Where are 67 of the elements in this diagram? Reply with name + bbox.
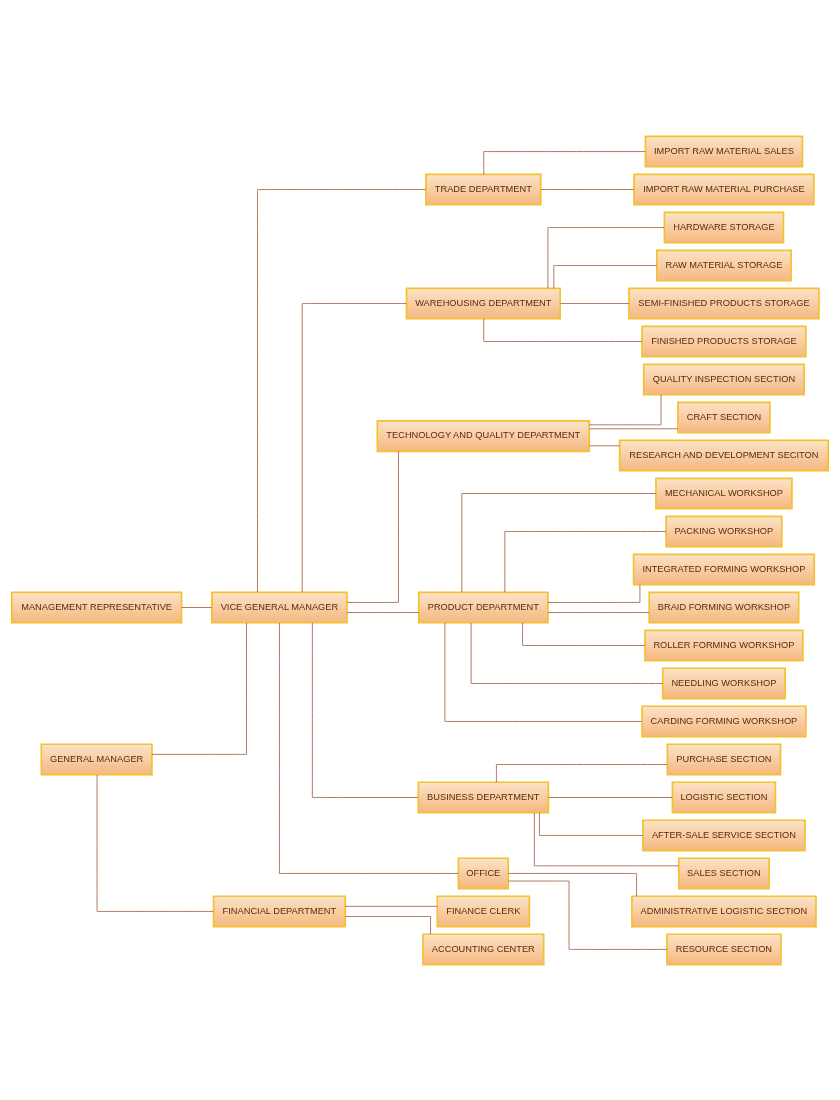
connector (181, 606, 213, 608)
node-box: RESOURCE SECTION (666, 932, 782, 965)
node-box: INTEGRATED FORMING WORKSHOP (632, 552, 816, 586)
connector (504, 530, 667, 593)
node-box: ACCOUNTING CENTER (422, 932, 545, 965)
node-box: RESEARCH AND DEVELOPMENT SECITON (618, 438, 830, 472)
node-box: QUALITY INSPECTION SECTION (642, 363, 805, 396)
node-box: SEMI-FINISHED PRODUCTS STORAGE (628, 287, 820, 320)
connector (301, 302, 407, 592)
node-box: ROLLER FORMING WORKSHOP (644, 628, 804, 662)
connector (346, 450, 399, 603)
node-box: TRADE DEPARTMENT (425, 173, 542, 206)
connector (547, 583, 641, 603)
connector (548, 796, 673, 798)
connector (346, 611, 420, 613)
connector (257, 188, 427, 593)
connector (483, 317, 643, 342)
node-box: LOGISTIC SECTION (671, 780, 777, 813)
connector (547, 611, 650, 613)
node-box: SALES SECTION (677, 856, 770, 889)
node-box: IMPORT RAW MATERIAL SALES (644, 135, 804, 168)
node-box: MANAGEMENT REPRESENTATIVE (10, 590, 183, 624)
connector (461, 492, 657, 593)
connector (547, 226, 665, 289)
node-box: MECHANICAL WORKSHOP (655, 476, 793, 510)
node-box: CARDING FORMING WORKSHOP (641, 704, 807, 737)
node-box: PRODUCT DEPARTMENT (417, 590, 549, 624)
connector (507, 880, 668, 950)
node-box: FINISHED PRODUCTS STORAGE (641, 325, 807, 358)
node-box: RAW MATERIAL STORAGE (655, 249, 792, 282)
connector (444, 621, 643, 722)
connector (540, 188, 635, 190)
connector (589, 393, 662, 425)
node-box: FINANCIAL DEPARTMENT (212, 894, 347, 927)
connector (483, 150, 646, 175)
connector (344, 905, 438, 907)
node-box: NEEDLING WORKSHOP (661, 666, 786, 699)
node-box: TECHNOLOGY AND QUALITY DEPARTMENT (376, 419, 591, 452)
connector (279, 622, 459, 874)
node-box: WAREHOUSING DEPARTMENT (405, 287, 561, 320)
node-box: IMPORT RAW MATERIAL PURCHASE (633, 173, 815, 206)
node-box: ADMINISTRATIVE LOGISTIC SECTION (631, 894, 817, 927)
node-box: BUSINESS DEPARTMENT (417, 780, 550, 813)
connector (589, 427, 679, 429)
connector (534, 812, 679, 866)
node-box: FINANCE CLERK (436, 894, 531, 927)
node-box: GENERAL MANAGER (40, 742, 153, 775)
connector (553, 264, 658, 289)
node-box: BRAID FORMING WORKSHOP (648, 590, 800, 624)
node-box: PACKING WORKSHOP (665, 514, 783, 548)
connector (496, 763, 668, 783)
node-box: CRAFT SECTION (677, 401, 771, 434)
node-box: PURCHASE SECTION (666, 742, 782, 775)
connector (560, 302, 630, 304)
node-box: HARDWARE STORAGE (663, 211, 785, 244)
node-box: VICE GENERAL MANAGER (211, 590, 348, 624)
connector (507, 872, 637, 897)
connector (345, 915, 431, 935)
connector (589, 444, 620, 446)
connector (151, 622, 247, 755)
node-box: OFFICE (457, 856, 510, 889)
connector (311, 621, 419, 798)
connector (470, 621, 664, 684)
node-box: AFTER-SALE SERVICE SECTION (642, 818, 806, 851)
connector (522, 621, 646, 646)
connector (96, 773, 214, 912)
connector (539, 811, 644, 836)
